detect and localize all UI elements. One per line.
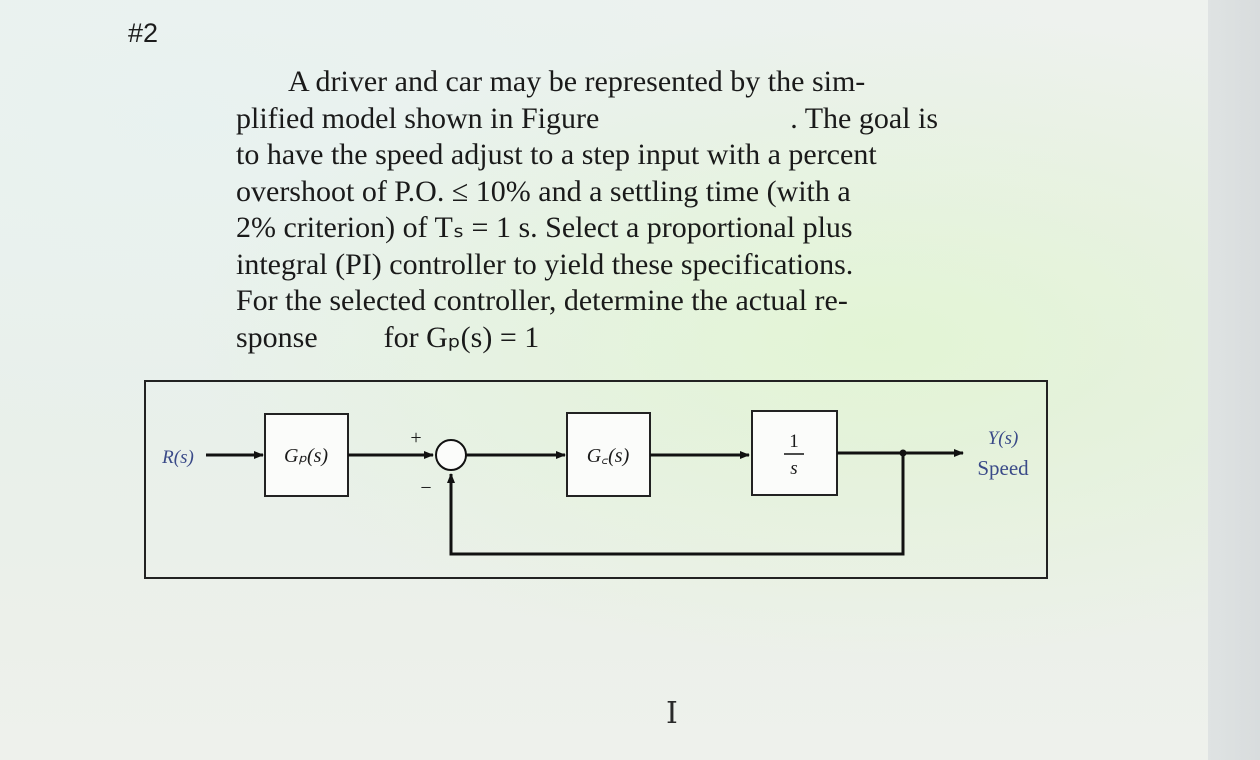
controller-label: G꜀(s) xyxy=(587,445,630,467)
input-label: R(s) xyxy=(161,447,194,468)
controller-block xyxy=(566,412,651,497)
output-name: Speed xyxy=(977,456,1029,480)
integrator-numerator: 1 xyxy=(789,431,799,452)
summing-junction xyxy=(435,439,467,471)
diagram-frame xyxy=(144,380,1048,579)
problem-line-8-end: for Gₚ(s) = 1 xyxy=(383,320,540,354)
text-cursor-icon: I xyxy=(666,696,678,731)
problem-line-1: A driver and car may be represented by t… xyxy=(288,65,866,98)
problem-line-8: sponse for Gₚ(s) = 1 xyxy=(236,320,938,357)
problem-statement: A driver and car may be represented by t… xyxy=(236,64,938,356)
feedback-path xyxy=(447,453,905,556)
output-label: Y(s) xyxy=(988,428,1019,449)
problem-line-5: 2% criterion) of Tₛ = 1 s. Select a prop… xyxy=(236,211,853,244)
problem-line-4: overshoot of P.O. ≤ 10% and a settling t… xyxy=(236,174,851,208)
problem-line-6: integral (PI) controller to yield these … xyxy=(236,247,854,281)
problem-line-7: For the selected controller, determine t… xyxy=(236,284,848,317)
problem-line-2: plified model shown in Figure . The goal… xyxy=(236,101,938,138)
minus-sign: − xyxy=(420,477,431,499)
problem-line-2-start: plified model shown in Figure xyxy=(236,101,600,135)
problem-line-2-end: . The goal is xyxy=(790,101,938,135)
plus-sign: + xyxy=(410,427,421,449)
integrator-block xyxy=(751,410,838,496)
prefilter-label: Gₚ(s) xyxy=(284,445,328,467)
integrator-denominator: s xyxy=(790,458,797,479)
page-edge xyxy=(1208,0,1260,760)
problem-line-8-start: sponse xyxy=(236,320,318,354)
problem-number: #2 xyxy=(128,18,159,48)
problem-line-3: to have the speed adjust to a step input… xyxy=(236,138,877,171)
